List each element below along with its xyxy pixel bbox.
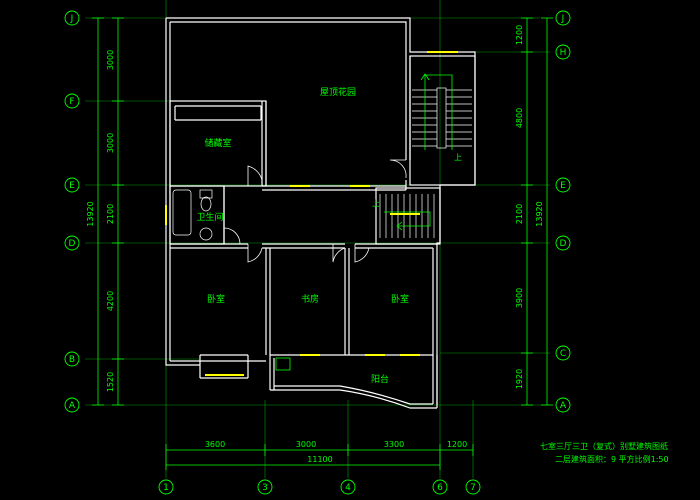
door-storage [247, 165, 263, 186]
label-balcony: 阳台 [371, 373, 389, 385]
axis-bubble-labels-right: J H E D C A [560, 14, 567, 411]
dim-right-5: 1920 [515, 369, 524, 389]
toilet-tank-icon [199, 189, 213, 199]
dim-bottom-total: 11100 [307, 455, 332, 464]
label-roof-garden: 屋顶花园 [320, 86, 356, 98]
label-bathroom: 卫生间 [196, 211, 223, 223]
bubble-left-d: D [69, 239, 76, 249]
bubble-left-e: E [69, 181, 75, 191]
label-study: 书房 [301, 293, 319, 305]
caption-subtitle: 二层建筑面积：9 平方比例1:50 [555, 454, 669, 464]
right-dimensions [521, 17, 553, 406]
left-dimensions [92, 17, 124, 406]
dim-bottom-3: 3300 [384, 440, 404, 449]
sink-icon [199, 227, 213, 241]
bubble-left-b: B [69, 355, 75, 365]
stair-arrows [384, 73, 453, 231]
door-bathroom [223, 227, 241, 245]
bubble-right-e: E [560, 181, 566, 191]
bottom-dimension-labels: 3600 3000 3300 1200 11100 [205, 440, 467, 464]
balcony-drain-marker [275, 357, 291, 371]
bubble-right-h: H [560, 48, 567, 58]
dim-bottom-4: 1200 [447, 440, 467, 449]
door-bedroom-left [247, 244, 263, 263]
axis-bubble-labels-left: J F E D B A [69, 14, 76, 411]
drawing-caption: 七室三厅三卫（复式）别墅建筑图纸 二层建筑面积：9 平方比例1:50 [540, 441, 669, 464]
axis-bubbles-bottom [158, 479, 481, 495]
room-labels: 屋顶花园 储藏室 卫生间 卧室 书房 卧室 阳台 上 上 [196, 86, 462, 385]
dim-right-4: 3900 [515, 288, 524, 308]
dim-right-total: 13920 [535, 201, 544, 226]
right-dimension-labels: 1200 4800 2100 3900 1920 13920 [515, 25, 544, 389]
door-roof-garden [389, 159, 407, 179]
bubble-left-f: F [69, 97, 74, 107]
bubble-bottom-4: 4 [345, 483, 351, 493]
label-stair-up-lower: 上 [372, 199, 380, 208]
door-bedroom-right [354, 244, 370, 263]
walls [165, 17, 476, 409]
dim-left-2: 3000 [106, 133, 115, 153]
bubble-bottom-6: 6 [437, 483, 443, 493]
upper-stair-treads [412, 87, 472, 149]
bathtub-icon [172, 189, 192, 236]
doors [223, 159, 407, 263]
dim-right-2: 4800 [515, 108, 524, 128]
bubble-bottom-7: 7 [470, 483, 476, 493]
bubble-left-a: A [69, 401, 76, 411]
dim-bottom-2: 3000 [296, 440, 316, 449]
dim-right-3: 2100 [515, 204, 524, 224]
bottom-dimensions [165, 444, 474, 470]
dim-left-5: 1520 [106, 372, 115, 392]
bubble-right-a: A [560, 401, 567, 411]
dim-left-1: 3000 [106, 50, 115, 70]
left-dimension-labels: 3000 3000 2100 4200 1520 13920 [86, 50, 115, 392]
caption-title: 七室三厅三卫（复式）别墅建筑图纸 [540, 441, 668, 451]
axis-bubbles-right [555, 10, 571, 413]
dim-bottom-1: 3600 [205, 440, 225, 449]
bubble-right-c: C [560, 349, 566, 359]
axis-bubbles-left [64, 10, 80, 413]
bathroom-fixtures [172, 189, 213, 241]
label-storage: 储藏室 [204, 137, 231, 149]
bubble-bottom-3: 3 [262, 483, 268, 493]
lower-stair-treads [379, 194, 435, 238]
dim-right-1: 1200 [515, 25, 524, 45]
label-bedroom-right: 卧室 [391, 293, 409, 305]
toilet-bowl-icon [200, 196, 212, 212]
bubble-bottom-1: 1 [163, 483, 169, 493]
axis-bubble-labels-bottom: 1 3 4 6 7 [163, 483, 476, 493]
axis-grid-lines [85, 0, 550, 478]
dim-left-4: 4200 [106, 291, 115, 311]
door-study [332, 244, 346, 263]
bubble-right-d: D [560, 239, 567, 249]
label-bedroom-left: 卧室 [207, 293, 225, 305]
label-stair-up-upper: 上 [454, 153, 462, 162]
dim-left-3: 2100 [106, 204, 115, 224]
bubble-right-j: J [561, 14, 565, 24]
windows [165, 51, 458, 376]
dim-left-total: 13920 [86, 201, 95, 226]
bubble-left-j: J [70, 14, 74, 24]
